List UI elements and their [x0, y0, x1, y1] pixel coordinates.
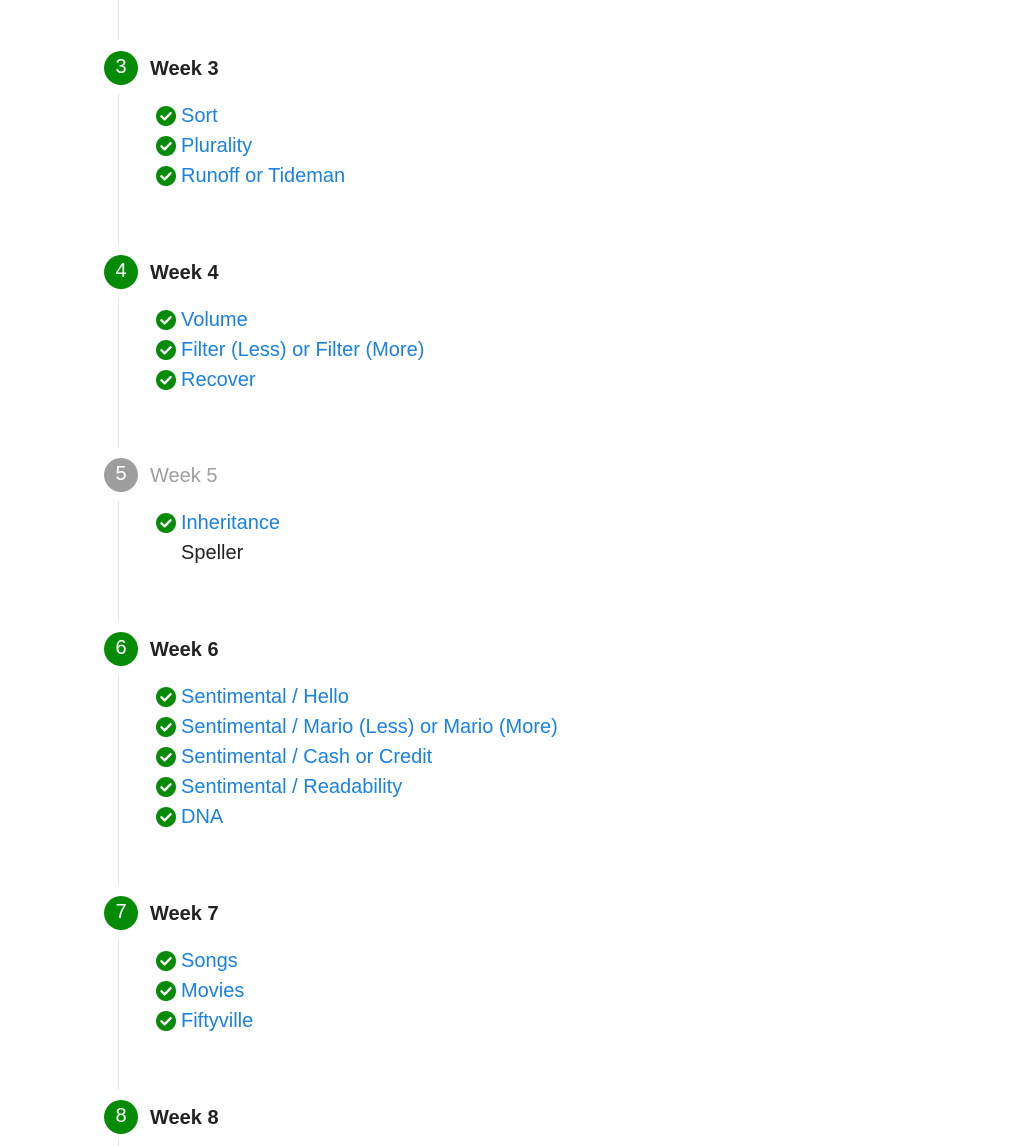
week-title: Week 8: [150, 1106, 219, 1129]
assignment-link-runoff-tideman[interactable]: Runoff or Tideman: [181, 164, 346, 187]
assignment-link-sort[interactable]: Sort: [181, 104, 218, 127]
week-header: 3 Week 3: [104, 51, 219, 85]
list-item: Sentimental / Cash or Credit: [156, 742, 558, 772]
check-circle-icon: [156, 981, 176, 1001]
list-item: Speller: [156, 538, 280, 568]
assignment-list: Sentimental / Hello Sentimental / Mario …: [156, 682, 558, 832]
week-number-badge: 5: [104, 458, 138, 492]
check-circle-icon: [156, 807, 176, 827]
check-circle-icon: [156, 370, 176, 390]
assignment-link-fiftyville[interactable]: Fiftyville: [181, 1009, 254, 1032]
week-title: Week 4: [150, 261, 219, 284]
timeline-connector: [118, 298, 119, 448]
check-circle-icon: [156, 687, 176, 707]
week-title: Week 5: [150, 464, 218, 487]
check-circle-icon: [156, 513, 176, 533]
timeline-connector: [118, 675, 119, 885]
check-circle-icon: [156, 747, 176, 767]
list-item: DNA: [156, 802, 558, 832]
assignment-link-sentimental-readability[interactable]: Sentimental / Readability: [181, 775, 403, 798]
assignment-link-sentimental-cash-credit[interactable]: Sentimental / Cash or Credit: [181, 745, 433, 768]
assignment-link-recover[interactable]: Recover: [181, 368, 256, 391]
check-circle-icon: [156, 310, 176, 330]
check-circle-icon: [156, 1011, 176, 1031]
list-item: Volume: [156, 305, 424, 335]
week-header: 6 Week 6: [104, 632, 219, 666]
check-circle-icon: [156, 717, 176, 737]
list-item: Runoff or Tideman: [156, 161, 345, 191]
assignment-link-plurality[interactable]: Plurality: [181, 134, 253, 157]
assignment-list: Songs Movies Fiftyville: [156, 946, 253, 1036]
assignment-label-speller: Speller: [181, 541, 244, 564]
list-item: Plurality: [156, 131, 345, 161]
list-item: Sentimental / Hello: [156, 682, 558, 712]
check-circle-icon: [156, 340, 176, 360]
list-item: Inheritance: [156, 508, 280, 538]
timeline-connector: [118, 501, 119, 621]
check-placeholder: [156, 543, 176, 563]
timeline-connector: [118, 1140, 119, 1146]
check-circle-icon: [156, 777, 176, 797]
list-item: Songs: [156, 946, 253, 976]
week-header: 7 Week 7: [104, 896, 219, 930]
assignment-link-inheritance[interactable]: Inheritance: [181, 511, 280, 534]
assignment-list: Inheritance Speller: [156, 508, 280, 568]
week-title: Week 7: [150, 902, 219, 925]
timeline-connector: [118, 0, 119, 40]
week-number-badge: 8: [104, 1100, 138, 1134]
timeline-connector: [118, 939, 119, 1089]
list-item: Sort: [156, 101, 345, 131]
assignment-link-filter[interactable]: Filter (Less) or Filter (More): [181, 338, 425, 361]
list-item: Movies: [156, 976, 253, 1006]
assignment-link-sentimental-mario[interactable]: Sentimental / Mario (Less) or Mario (Mor…: [181, 715, 558, 738]
week-header: 5 Week 5: [104, 458, 217, 492]
list-item: Sentimental / Mario (Less) or Mario (Mor…: [156, 712, 558, 742]
assignment-link-dna[interactable]: DNA: [181, 805, 224, 828]
check-circle-icon: [156, 136, 176, 156]
list-item: Sentimental / Readability: [156, 772, 558, 802]
list-item: Fiftyville: [156, 1006, 253, 1036]
assignment-link-movies[interactable]: Movies: [181, 979, 245, 1002]
check-circle-icon: [156, 166, 176, 186]
assignment-list: Sort Plurality Runoff or Tideman: [156, 101, 345, 191]
week-header: 4 Week 4: [104, 255, 219, 289]
list-item: Filter (Less) or Filter (More): [156, 335, 424, 365]
week-number-badge: 6: [104, 632, 138, 666]
list-item: Recover: [156, 365, 424, 395]
week-title: Week 3: [150, 57, 219, 80]
assignment-link-volume[interactable]: Volume: [181, 308, 248, 331]
check-circle-icon: [156, 951, 176, 971]
week-number-badge: 4: [104, 255, 138, 289]
assignment-list: Volume Filter (Less) or Filter (More) Re…: [156, 305, 424, 395]
timeline-connector: [118, 94, 119, 244]
assignment-link-sentimental-hello[interactable]: Sentimental / Hello: [181, 685, 349, 708]
week-header: 8 Week 8: [104, 1100, 219, 1134]
week-title: Week 6: [150, 638, 219, 661]
week-number-badge: 3: [104, 51, 138, 85]
week-number-badge: 7: [104, 896, 138, 930]
check-circle-icon: [156, 106, 176, 126]
assignment-link-songs[interactable]: Songs: [181, 949, 238, 972]
